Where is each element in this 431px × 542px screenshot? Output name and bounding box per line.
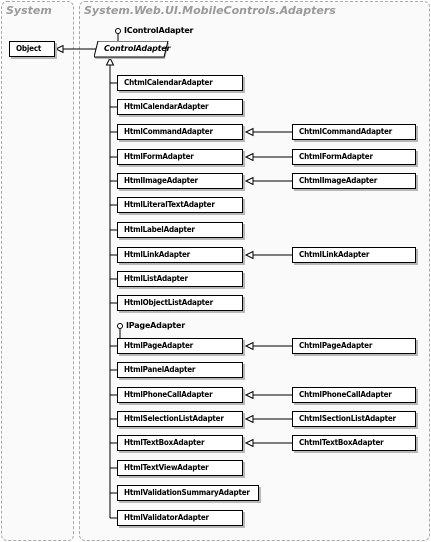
class-htmlcommandadapter[interactable]: HtmlCommandAdapter xyxy=(117,124,243,140)
class-object[interactable]: Object xyxy=(9,41,55,57)
class-chtmlcommandadapter[interactable]: ChtmlCommandAdapter xyxy=(292,124,416,140)
class-htmlobjectlistadapter[interactable]: HtmlObjectListAdapter xyxy=(117,295,243,311)
class-chtmlpageadapter[interactable]: ChtmlPageAdapter xyxy=(292,338,416,354)
class-htmltextboxadapter[interactable]: HtmlTextBoxAdapter xyxy=(117,435,243,451)
adapters-namespace-title: System.Web.UI.MobileControls.Adapters xyxy=(84,4,336,17)
class-chtmlphonecalladapter[interactable]: ChtmlPhoneCallAdapter xyxy=(292,387,416,403)
class-htmlpageadapter[interactable]: HtmlPageAdapter xyxy=(117,338,243,354)
class-chtmllinkadapter[interactable]: ChtmlLinkAdapter xyxy=(292,247,416,263)
class-htmlselectionlistadapter[interactable]: HtmlSelectionListAdapter xyxy=(117,411,243,427)
interface-icontroladapter[interactable]: IControlAdapter xyxy=(124,26,194,35)
system-namespace-panel xyxy=(1,1,74,541)
abstract-class-shape xyxy=(94,41,169,59)
class-htmllinkadapter[interactable]: HtmlLinkAdapter xyxy=(117,247,243,263)
class-controladapter[interactable]: ControlAdapter xyxy=(94,41,171,59)
class-chtmlimageadapter[interactable]: ChtmlImageAdapter xyxy=(292,173,416,189)
class-chtmlformadapter[interactable]: ChtmlFormAdapter xyxy=(292,149,416,165)
class-chtmltextboxadapter[interactable]: ChtmlTextBoxAdapter xyxy=(292,435,416,451)
class-chtmlcalendaradapter[interactable]: ChtmlCalendarAdapter xyxy=(117,75,243,91)
class-controladapter-label: ControlAdapter xyxy=(104,44,171,53)
class-htmlphonecalladapter[interactable]: HtmlPhoneCallAdapter xyxy=(117,387,243,403)
class-htmlimageadapter[interactable]: HtmlImageAdapter xyxy=(117,173,243,189)
class-htmlcalendaradapter[interactable]: HtmlCalendarAdapter xyxy=(117,99,243,115)
system-namespace-title: System xyxy=(6,4,52,17)
interface-ipageadapter[interactable]: IPageAdapter xyxy=(126,321,186,330)
class-htmlformadapter[interactable]: HtmlFormAdapter xyxy=(117,149,243,165)
class-htmlvalidationsummaryadapter[interactable]: HtmlValidationSummaryAdapter xyxy=(117,485,259,501)
class-htmlpaneladapter[interactable]: HtmlPanelAdapter xyxy=(117,362,243,378)
class-htmltextviewadapter[interactable]: HtmlTextViewAdapter xyxy=(117,460,243,476)
class-htmlliteraltextadapter[interactable]: HtmlLiteralTextAdapter xyxy=(117,197,243,213)
class-htmllistadapter[interactable]: HtmlListAdapter xyxy=(117,271,243,287)
class-htmlvalidatoradapter[interactable]: HtmlValidatorAdapter xyxy=(117,510,243,526)
class-chtmlsectionlistadapter[interactable]: ChtmlSectionListAdapter xyxy=(292,411,416,427)
class-htmllabeladapter[interactable]: HtmlLabelAdapter xyxy=(117,222,243,238)
